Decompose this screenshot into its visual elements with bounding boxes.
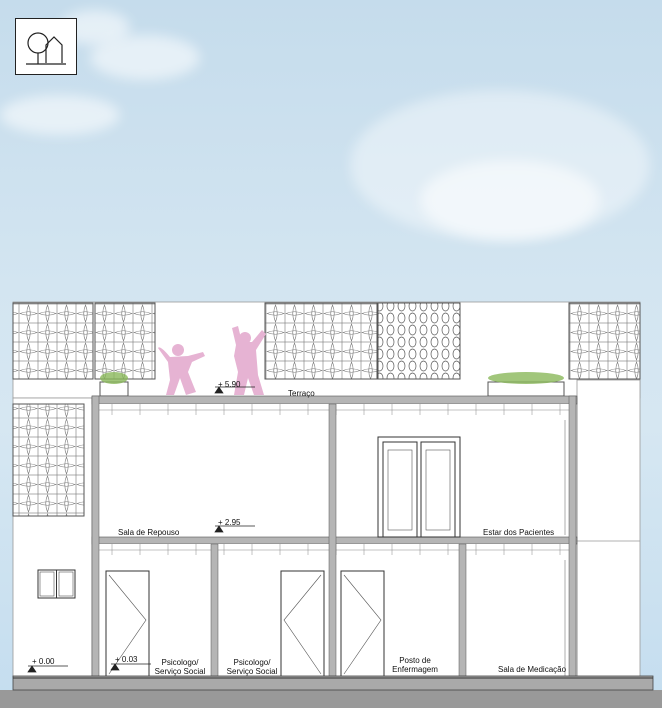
- level-marker: [27, 386, 255, 673]
- human-figure: [232, 326, 266, 395]
- right-tower: [576, 379, 641, 679]
- level-label-ground-outside: + 0.00: [32, 657, 55, 666]
- human-figure: [158, 344, 205, 395]
- level-label-roof: + 5.90: [218, 380, 241, 389]
- room-label-line: Serviço Social: [154, 667, 206, 676]
- room-label-psych-2: Psicologo/ Serviço Social: [222, 658, 282, 676]
- cloud: [420, 160, 600, 240]
- window: [37, 569, 76, 599]
- door: [280, 570, 325, 679]
- logo: [15, 18, 77, 75]
- ground-line: [12, 675, 654, 691]
- tree-house-icon: [26, 32, 66, 65]
- room-label-line: Psicologo/: [161, 658, 199, 667]
- column: [458, 543, 467, 679]
- ground: [0, 690, 662, 708]
- room-label-nursing: Posto de Enfermagem: [385, 656, 445, 674]
- plant: [488, 372, 564, 384]
- cobogo-panel: [12, 403, 85, 517]
- cobogo-panel: [94, 302, 156, 380]
- room-label-line: Posto de: [399, 656, 431, 665]
- room-label-medication: Sala de Medicação: [498, 665, 567, 674]
- room-label-terrace: Terraço: [288, 389, 315, 398]
- room-label-patient-lounge: Estar dos Pacientes: [483, 528, 555, 537]
- planter: [99, 381, 129, 397]
- cloud: [0, 95, 120, 135]
- column: [568, 395, 577, 679]
- cobogo-panel: [264, 302, 378, 380]
- room-label-line: Enfermagem: [392, 665, 438, 674]
- column: [91, 395, 100, 679]
- planter: [487, 381, 565, 397]
- cobogo-panel: [12, 302, 94, 380]
- plant: [100, 372, 128, 384]
- room-label-line: Serviço Social: [226, 667, 278, 676]
- level-label-first: + 2.95: [218, 518, 241, 527]
- cobogo-panel: [568, 302, 641, 380]
- room-label-line: Psicologo/: [233, 658, 271, 667]
- cobogo-panel: [377, 302, 461, 380]
- level-label-ground-inside: + 0.03: [115, 655, 138, 664]
- double-door: [377, 436, 461, 538]
- room-label-rest-room: Sala de Repouso: [118, 528, 180, 537]
- column: [210, 543, 219, 679]
- door: [105, 570, 150, 679]
- column: [328, 403, 337, 679]
- door: [340, 570, 385, 679]
- roof-slab: [91, 395, 578, 405]
- room-label-psych-1: Psicologo/ Serviço Social: [150, 658, 210, 676]
